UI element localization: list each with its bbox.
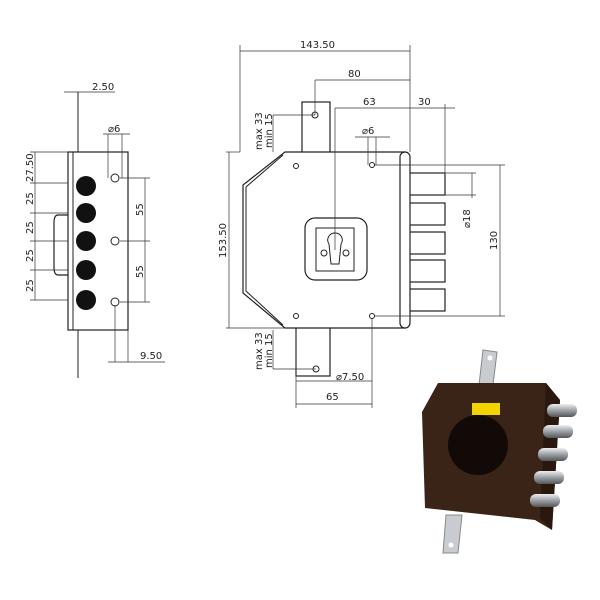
dim-bolt-span: 130 (489, 231, 500, 250)
side-screw-holes (110, 173, 120, 307)
lock-product-image (422, 349, 577, 554)
dim-bolt-diameter: ⌀18 (462, 209, 473, 228)
dim-top-offset: 27.50 (25, 153, 36, 182)
side-view: 2.50 ⌀6 9.50 27.50 25 25 25 25 55 55 (25, 82, 165, 378)
handle-bump (53, 214, 68, 276)
side-bolts (76, 176, 96, 310)
bolt-end (76, 231, 96, 251)
dim-screw-pitch: 55 (135, 203, 146, 216)
bolt-end (76, 176, 96, 196)
dim-width: 143.50 (300, 40, 335, 51)
dim-plate-hole: ⌀7.50 (336, 372, 364, 383)
face-plate (399, 151, 411, 329)
dim-hole-diameter: ⌀6 (108, 124, 120, 135)
dim-backset-cylinder: 63 (363, 97, 376, 108)
bolt-end (76, 260, 96, 280)
photo-bolts (530, 404, 577, 507)
dim-height: 153.50 (218, 223, 229, 258)
dim-bolt-pitch: 25 (25, 279, 36, 292)
dim-screw-pitch: 55 (135, 265, 146, 278)
dim-bolt-pitch: 25 (25, 192, 36, 205)
dim-bolt-throw: 30 (418, 97, 431, 108)
photo-top-plate (478, 349, 498, 386)
dim-edge-offset: 9.50 (140, 351, 162, 362)
top-strike-plate (301, 101, 331, 155)
front-view: 143.50 80 63 30 ⌀6 153.50 130 ⌀18 max 33… (218, 40, 505, 408)
dim-backset-plate: 80 (348, 69, 361, 80)
bolt-end (76, 203, 96, 223)
dim-top-min: min 15 (264, 113, 275, 148)
dim-top-max: max 33 (254, 112, 265, 150)
dim-plate-spacing: 65 (326, 392, 339, 403)
dim-bolt-pitch: 25 (25, 221, 36, 234)
photo-bottom-plate (442, 514, 463, 554)
dim-hole-diameter: ⌀6 (362, 126, 374, 137)
dim-rod-width: 2.50 (92, 82, 114, 93)
dim-bottom-max: max 33 (254, 332, 265, 370)
bolt-end (76, 290, 96, 310)
bolts (407, 172, 446, 312)
dim-bottom-min: min 15 (264, 333, 275, 368)
dim-bolt-pitch: 25 (25, 249, 36, 262)
cylinder-housing (304, 217, 368, 281)
photo-cylinder (448, 415, 508, 475)
keyhole-icon (327, 232, 343, 265)
photo-label (472, 403, 500, 415)
